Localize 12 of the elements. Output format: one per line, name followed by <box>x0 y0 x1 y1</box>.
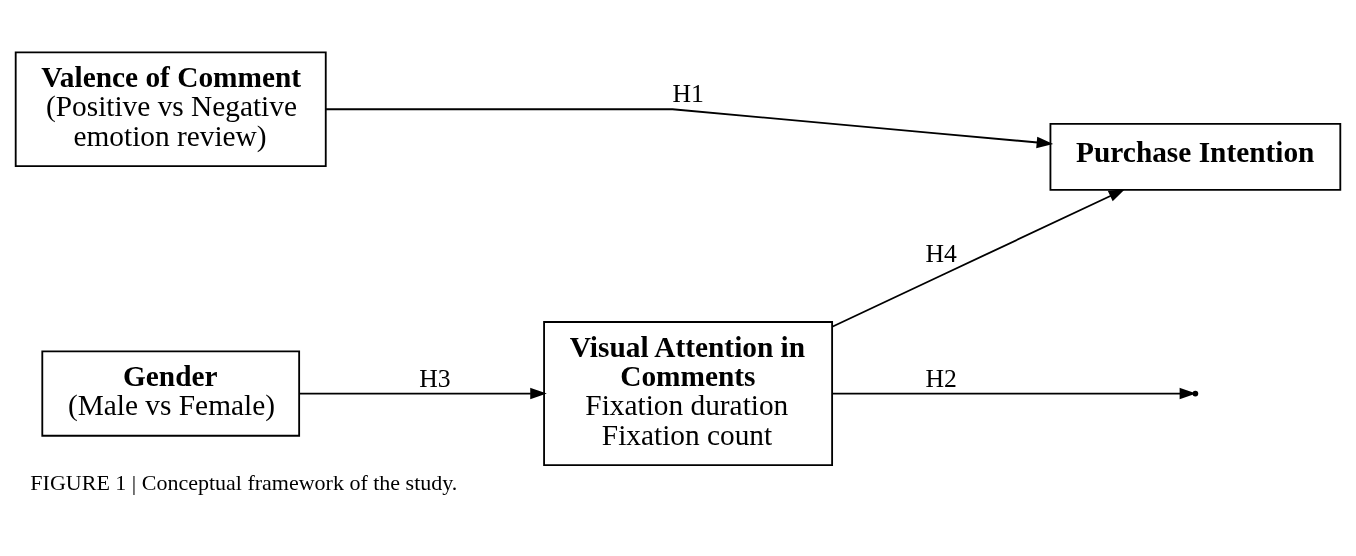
node-box: Gender (Male vs Female) <box>41 350 301 437</box>
edge-label: H1 <box>672 79 704 109</box>
arrow <box>325 108 1054 149</box>
caption: FIGURE 1 | Conceptual framework of the study. <box>30 470 458 496</box>
arrow <box>298 387 547 400</box>
node-box: Visual Attention in Comments Fixation duration Fixation count <box>543 321 834 467</box>
node-box: Valence of Comment (Positive vs Negative emotion review) <box>14 51 327 167</box>
edge-label: H4 <box>925 238 957 268</box>
node-box: Purchase Intention <box>1049 122 1342 191</box>
arrow <box>831 189 1126 328</box>
edge-label: H3 <box>419 363 451 393</box>
edge-label: H2 <box>925 363 957 393</box>
